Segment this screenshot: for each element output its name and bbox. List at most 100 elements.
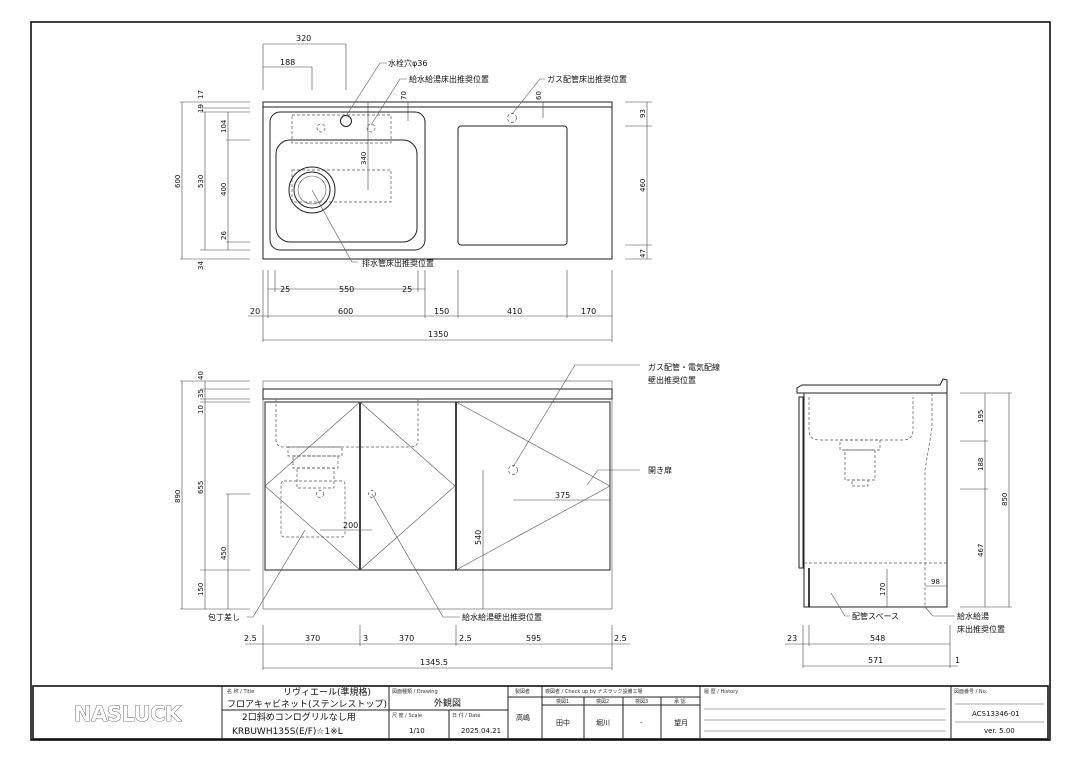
product-variant: 2口斜めコンログリルなし用 <box>242 711 356 723</box>
d540-text: 540 <box>474 530 483 545</box>
dim-total-width: 1350 <box>428 330 448 339</box>
drawing-number: ACS13346-01 <box>972 710 1020 718</box>
d1-text: 1 <box>955 656 960 665</box>
d47-text: 47 <box>639 249 647 258</box>
countertop-outline <box>262 101 613 260</box>
label-pipe-space: 配管スペース <box>852 611 899 621</box>
d17-text: 17 <box>197 90 205 99</box>
knife-holder <box>280 480 346 538</box>
label-knife-holder: 包丁差し <box>208 612 240 622</box>
d104-text: 104 <box>220 119 228 133</box>
w4-text: 370 <box>399 634 414 643</box>
water-pipe-icon <box>368 490 376 498</box>
w5-text: 2.5 <box>459 634 472 643</box>
dim-320: 320 <box>296 34 311 43</box>
d850-text: 850 <box>1001 493 1009 506</box>
d467-text: 467 <box>977 544 985 557</box>
drain-icon <box>288 166 336 214</box>
scale-value: 1/10 <box>409 727 425 735</box>
check-h1-text: 検図1 <box>556 698 569 705</box>
history-label-text: 履 歴 / History <box>704 689 738 695</box>
sink-outline <box>269 111 426 251</box>
gas-pipe-icon <box>507 113 517 123</box>
stove-area <box>457 125 568 246</box>
d40-text: 40 <box>197 371 205 380</box>
d460-text: 460 <box>639 179 647 192</box>
check-h3-text: 検図3 <box>635 698 648 705</box>
w7-text: 2.5 <box>614 634 627 643</box>
date-value: 2025.04.21 <box>461 727 501 735</box>
d188-text: 188 <box>977 458 985 471</box>
title-label-text: 名 称 / Title <box>227 688 254 695</box>
d150-text: 150 <box>434 307 449 316</box>
d195-text: 195 <box>977 410 985 423</box>
d600w-text: 600 <box>338 307 353 316</box>
plan-view: 320 188 17 19 104 600 530 400 26 34 70 3… <box>174 34 652 342</box>
d19-text: 19 <box>197 104 205 113</box>
w6-text: 595 <box>526 634 541 643</box>
d25b-text: 25 <box>402 285 412 294</box>
made-label-text: 製図者 <box>515 688 530 695</box>
d600-text: 600 <box>174 175 182 188</box>
drawing-type: 外観図 <box>434 697 461 709</box>
d571-text: 571 <box>868 656 883 665</box>
d70-text: 70 <box>400 91 408 100</box>
label-side-water: 給水給湯 <box>957 611 989 621</box>
side-view: 170 98 195 188 467 850 配管スペース 給水給湯 床出推奨位… <box>785 378 1012 668</box>
no-label-text: 図面番号 / No. <box>954 688 988 695</box>
d26-text: 26 <box>220 231 228 240</box>
checker-1: 田中 <box>556 718 570 727</box>
check-h2-text: 検図2 <box>596 698 609 705</box>
faucet-hole-icon <box>340 115 352 127</box>
d375-text: 375 <box>555 491 570 500</box>
d25a-text: 25 <box>280 285 290 294</box>
d23-text: 23 <box>787 634 797 643</box>
gas-wall-icon <box>508 465 518 475</box>
label-door: 開き扉 <box>648 465 672 475</box>
product-code: KRBUWH135S(E/F)☆1※L <box>232 727 343 737</box>
d60-text: 60 <box>535 91 543 100</box>
date-label-text: 日 付 / Date <box>452 712 480 719</box>
label-gas-floor: ガス配管床出推奨位置 <box>547 74 627 84</box>
label-water-floor: 給水給湯床出推奨位置 <box>409 74 489 84</box>
scale-label-text: 尺 度 / Scale <box>392 712 422 719</box>
d890-text: 890 <box>174 490 182 503</box>
dim-front-total: 1345.5 <box>420 658 448 667</box>
drafter: 高嶋 <box>516 713 530 722</box>
d450-text: 450 <box>220 547 228 560</box>
drawing-label-text: 図面種類 / Drawing <box>392 688 438 695</box>
checker-3: - <box>640 719 643 727</box>
d530-text: 530 <box>197 175 205 188</box>
d34-text: 34 <box>197 261 205 270</box>
countertop-edge <box>262 388 613 400</box>
w2-text: 370 <box>305 634 320 643</box>
d93-text: 93 <box>639 109 647 118</box>
d550-text: 550 <box>339 285 354 294</box>
w3-text: 3 <box>363 634 368 643</box>
w1-text: 2.5 <box>244 634 257 643</box>
d170-text: 170 <box>879 583 887 596</box>
title-block: NASLUCK 名 称 / Title リヴィエール(準規格) フロアキャビネッ… <box>32 685 1049 740</box>
water-2-text: 床出推奨位置 <box>957 624 1005 634</box>
product-type: フロアキャビネット(ステンレストップ) <box>227 699 387 710</box>
d200-text: 200 <box>343 521 358 530</box>
check-h4-text: 承 認 <box>674 698 686 705</box>
front-view: 200 375 540 40 35 10 890 655 450 150 ガス配… <box>174 362 720 670</box>
check-label-text: 検図者 / Check up by ナスラック設備工場 <box>545 688 643 695</box>
product-series: リヴィエール(準規格) <box>283 686 371 698</box>
d150-text: 150 <box>197 583 205 596</box>
checker-2: 堀川 <box>596 718 610 727</box>
d655-text: 655 <box>197 481 205 494</box>
dim-188: 188 <box>280 58 295 67</box>
label-faucet-hole: 水栓穴φ36 <box>388 58 427 68</box>
d340-text: 340 <box>360 152 368 165</box>
d548-text: 548 <box>870 634 885 643</box>
d98-text: 98 <box>931 578 940 586</box>
d170-text: 170 <box>581 307 596 316</box>
nasluck-logo: NASLUCK <box>74 702 182 726</box>
gas-wall-2-text: 壁出推奨位置 <box>648 375 696 385</box>
label-water-wall: 給水給湯壁出推奨位置 <box>462 612 542 622</box>
d10-text: 10 <box>197 405 205 414</box>
label-gas-wall: ガス配管・電気配線 <box>648 362 720 372</box>
